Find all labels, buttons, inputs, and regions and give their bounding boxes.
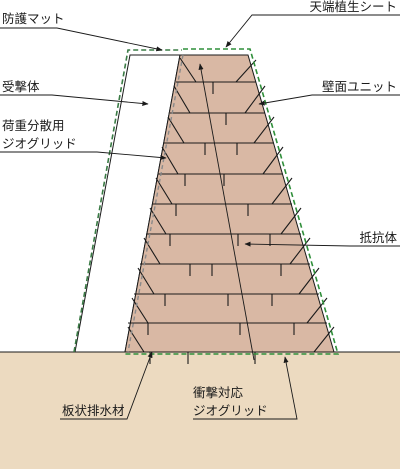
label-top-vegetation-sheet: 天端植生シート bbox=[309, 0, 397, 14]
protective-mat-outline bbox=[73, 49, 182, 353]
geogrid-dashed-face bbox=[127, 54, 184, 353]
label-wall-unit: 壁面ユニット bbox=[322, 79, 397, 94]
label-load-geogrid-2: ジオグリッド bbox=[2, 136, 77, 151]
ground bbox=[0, 352, 400, 469]
label-resistance-body: 抵抗体 bbox=[359, 230, 397, 245]
vegetation-sheet-outline bbox=[125, 48, 340, 355]
label-impact-geogrid-1: 衝撃対応 bbox=[193, 385, 244, 400]
label-impact-geogrid-2: ジオグリッド bbox=[193, 403, 268, 418]
label-load-geogrid-1: 荷重分散用 bbox=[2, 118, 65, 133]
label-plate-drainage: 板状排水材 bbox=[62, 403, 125, 418]
leader-arrows bbox=[0, 14, 400, 420]
label-protective-mat: 防護マット bbox=[2, 11, 65, 26]
label-impact-receiving-body: 受撃体 bbox=[2, 79, 40, 94]
wall-unit-layers bbox=[127, 57, 335, 364]
